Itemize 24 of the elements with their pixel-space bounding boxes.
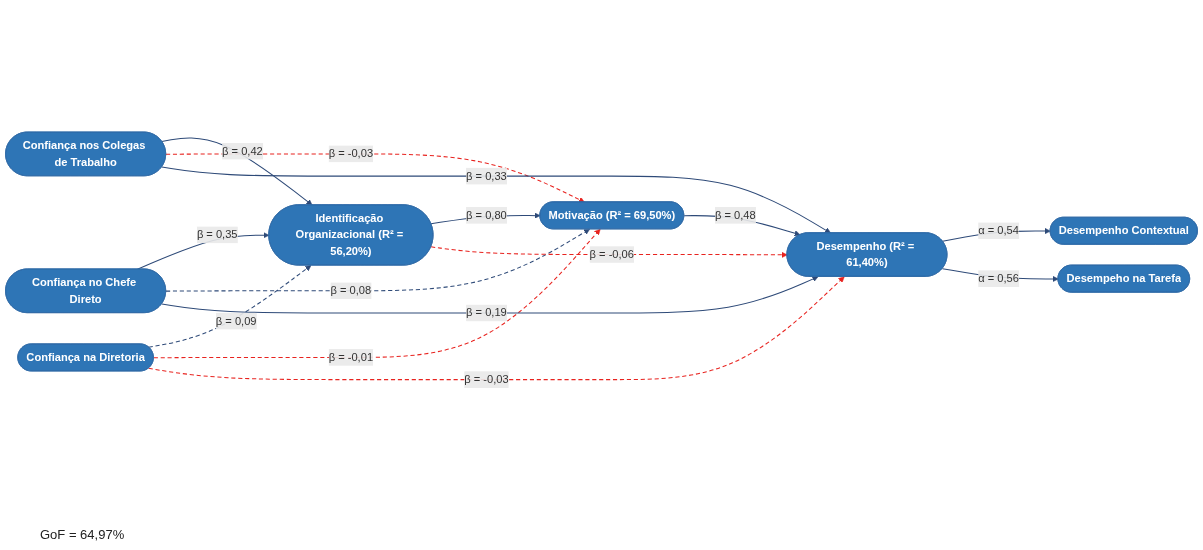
fit-index-note: GoF = 64,97% <box>40 527 125 542</box>
edge-label: β = 0,48 <box>715 209 756 221</box>
arrow <box>165 153 585 203</box>
arrow <box>161 137 313 206</box>
edge-label: α = 0,56 <box>978 272 1019 285</box>
edge-label: β = 0,19 <box>466 306 507 319</box>
arrow <box>165 228 590 292</box>
edge-label: β = 0,42 <box>222 144 263 157</box>
arrow <box>148 276 845 381</box>
edge-label: β = -0,01 <box>328 351 374 363</box>
arrow <box>148 265 312 348</box>
edge-label: β = 0,33 <box>466 169 507 182</box>
edge-label: β = 0,08 <box>330 284 372 297</box>
arrow <box>430 246 788 258</box>
arrow <box>153 228 601 359</box>
edge-label: β = 0,09 <box>215 314 257 327</box>
edge-label: β = 0,35 <box>196 228 238 241</box>
arrow <box>161 166 831 234</box>
edge-label: β = -0,03 <box>328 147 374 160</box>
arrow <box>161 276 819 314</box>
edge-label: β = -0,06 <box>589 248 634 261</box>
edge-label: β = -0,03 <box>464 373 509 386</box>
edge-label: β = 0,80 <box>466 209 507 221</box>
edge-label: α = 0,54 <box>978 224 1019 237</box>
